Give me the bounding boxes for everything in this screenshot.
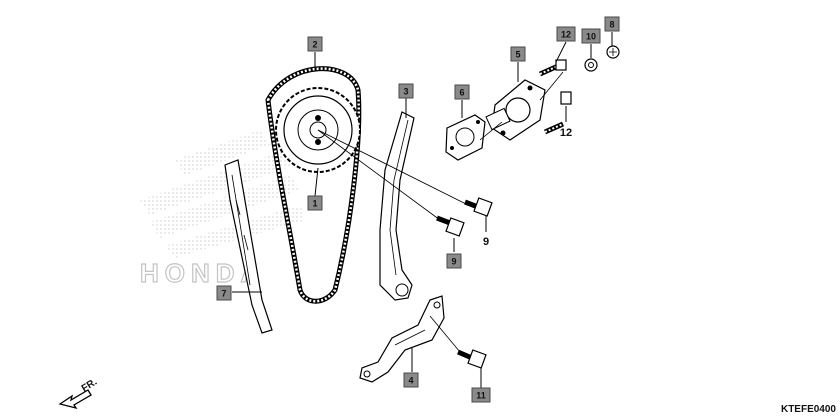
svg-text:5: 5	[515, 50, 520, 60]
svg-text:2: 2	[312, 40, 317, 50]
callout-8: 8	[604, 16, 620, 32]
honda-watermark-text: HONDA	[140, 258, 265, 288]
svg-text:6: 6	[459, 88, 464, 98]
bolt-8	[606, 45, 620, 59]
svg-text:9: 9	[451, 257, 456, 267]
callout-9: 9	[446, 253, 462, 269]
callout-3: 3	[398, 83, 414, 99]
chain-guide	[379, 111, 415, 301]
bolt-11	[457, 349, 487, 369]
callout-11: 11	[471, 387, 491, 403]
front-direction-label: FR.	[80, 377, 100, 395]
cam-chain	[265, 66, 362, 304]
callout-12: 12	[556, 26, 576, 42]
svg-text:10: 10	[586, 32, 596, 42]
bolt-12-lower	[543, 91, 572, 135]
bolt-12-upper	[538, 59, 567, 77]
front-direction-arrow-icon	[58, 389, 92, 410]
svg-text:12: 12	[561, 30, 571, 40]
tensioner-slider	[224, 159, 273, 334]
bolt-9-left	[436, 215, 465, 237]
svg-text:1: 1	[312, 199, 317, 209]
label-9: 9	[483, 236, 489, 248]
callout-2: 2	[307, 36, 323, 52]
diagram-code: KTEFE0400	[781, 404, 836, 415]
callout-5: 5	[510, 46, 526, 62]
svg-text:4: 4	[408, 376, 413, 386]
svg-text:8: 8	[609, 20, 614, 30]
callout-1: 1	[307, 195, 323, 211]
callout-7: 7	[216, 285, 232, 301]
washer-10	[584, 58, 598, 72]
callout-6: 6	[454, 84, 470, 100]
label-12: 12	[560, 127, 572, 139]
bracket	[359, 295, 445, 383]
svg-text:11: 11	[476, 391, 486, 401]
honda-wing-watermark: HONDA	[139, 130, 310, 289]
tensioner-lifter	[485, 79, 546, 141]
callout-10: 10	[581, 28, 601, 44]
svg-text:7: 7	[221, 289, 226, 299]
leader-lines	[232, 32, 613, 388]
svg-text:3: 3	[403, 87, 408, 97]
callout-4: 4	[403, 372, 419, 388]
bolt-9-right	[464, 197, 493, 217]
tensioner-gasket	[445, 114, 486, 161]
